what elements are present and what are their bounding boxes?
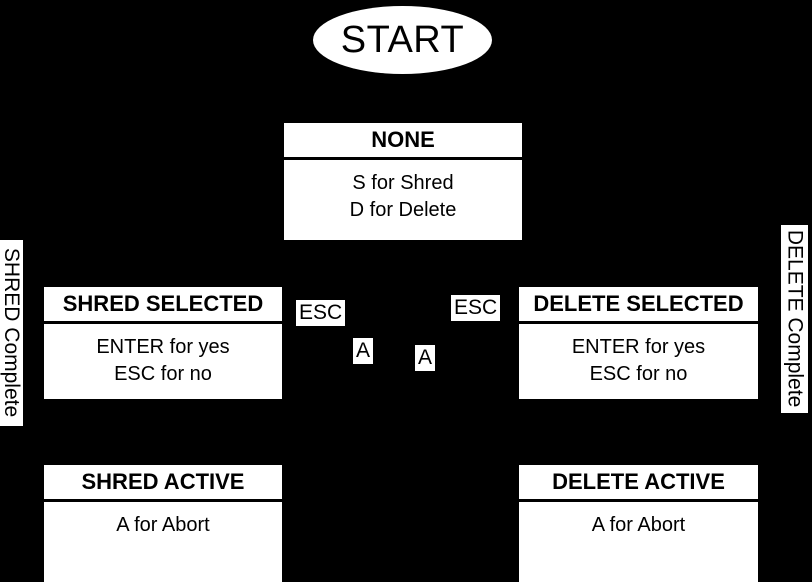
state-delete-selected-title: DELETE SELECTED [519, 287, 758, 325]
state-delete-active-body: A for Abort [519, 502, 758, 582]
edge-label-delete-complete-text: DELETE Complete [783, 230, 807, 408]
state-none[interactable]: NONE S for Shred D for Delete [284, 123, 522, 240]
start-node[interactable]: START [313, 6, 492, 74]
edge-label-abort-delete: A [415, 345, 436, 372]
state-delete-active-body-line-1: A for Abort [591, 514, 686, 537]
state-delete-active-title: DELETE ACTIVE [519, 465, 758, 503]
edge-label-shred-complete-text: SHRED Complete [0, 248, 24, 418]
state-delete-active[interactable]: DELETE ACTIVE A for Abort [519, 465, 758, 582]
state-delete-selected[interactable]: DELETE SELECTED ENTER for yes ESC for no [519, 287, 758, 399]
edge-label-abort-shred: A [353, 338, 374, 365]
state-delete-selected-body: ENTER for yes ESC for no [519, 324, 758, 399]
start-node-label: START [340, 19, 465, 61]
state-delete-selected-body-line-2: ESC for no [589, 363, 688, 386]
state-none-body-line-2: D for Delete [349, 199, 457, 222]
state-shred-selected-body: ENTER for yes ESC for no [44, 324, 282, 399]
state-none-body-line-1: S for Shred [352, 172, 454, 195]
edge-label-esc-shred: ESC [296, 300, 346, 327]
state-shred-active-title: SHRED ACTIVE [44, 465, 282, 503]
state-shred-selected-title: SHRED SELECTED [44, 287, 282, 325]
state-shred-active-body: A for Abort [44, 502, 282, 582]
state-shred-active-body-line-1: A for Abort [116, 514, 210, 537]
state-shred-active[interactable]: SHRED ACTIVE A for Abort [44, 465, 282, 582]
edge-label-shred-complete: SHRED Complete [0, 240, 23, 426]
edge-label-esc-delete: ESC [451, 295, 501, 322]
edge-label-delete-complete: DELETE Complete [781, 225, 808, 413]
state-shred-selected-body-line-2: ESC for no [114, 363, 212, 386]
state-delete-selected-body-line-1: ENTER for yes [571, 336, 706, 359]
state-shred-selected[interactable]: SHRED SELECTED ENTER for yes ESC for no [44, 287, 282, 399]
state-none-body: S for Shred D for Delete [284, 160, 522, 240]
state-shred-selected-body-line-1: ENTER for yes [96, 336, 230, 359]
state-none-title: NONE [284, 123, 522, 161]
